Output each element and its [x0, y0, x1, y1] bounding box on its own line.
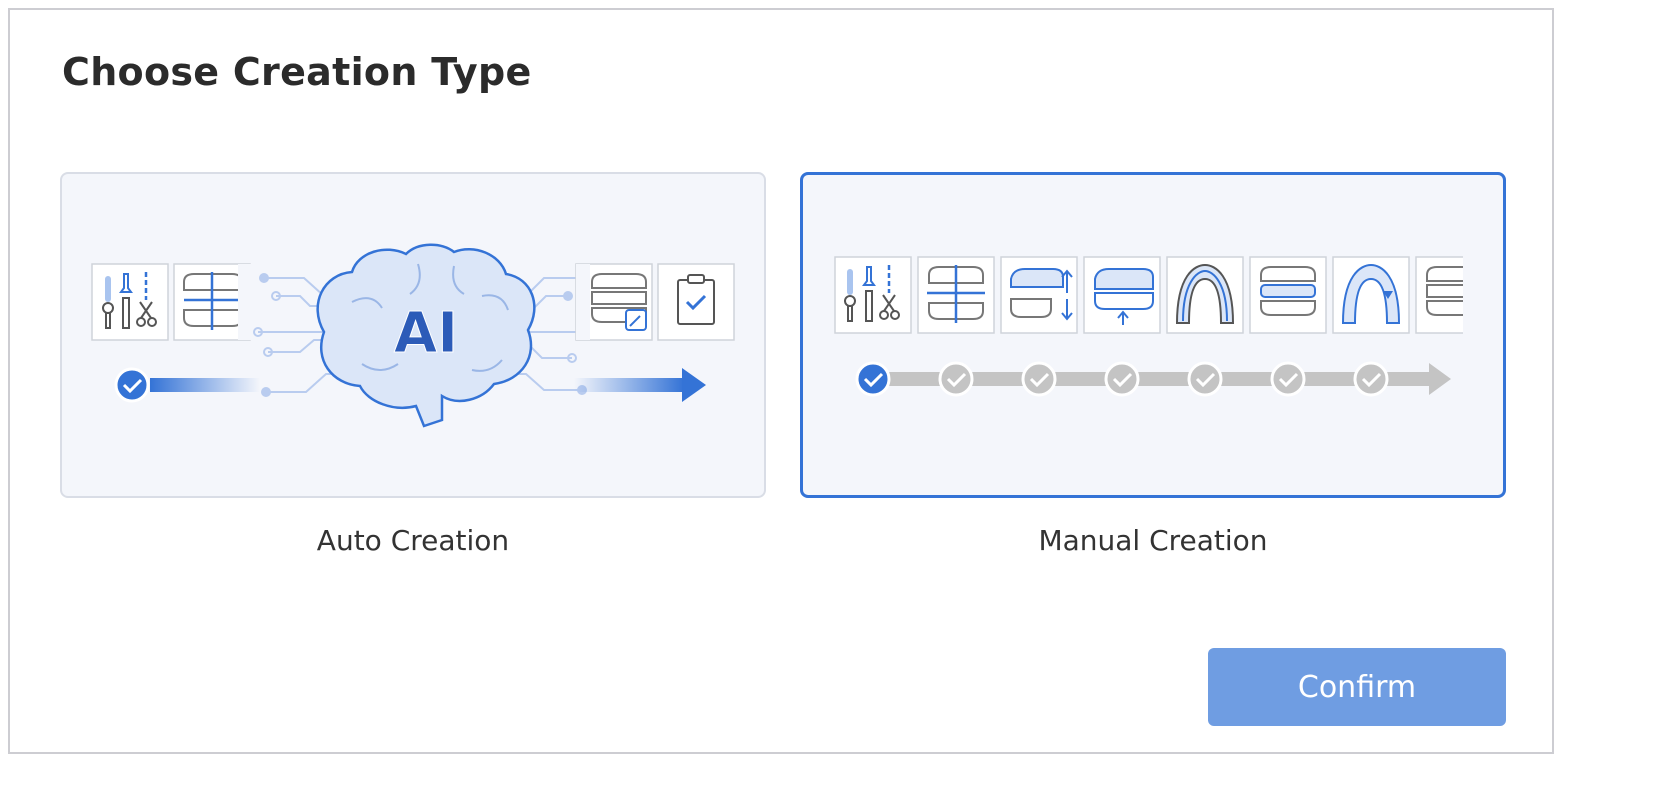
step-pending-check-icon	[938, 361, 974, 397]
tools-icon	[834, 256, 912, 334]
auto-creation-card[interactable]: AI	[60, 172, 766, 498]
manual-stepper	[855, 361, 1451, 397]
manual-creation-label: Manual Creation	[1038, 524, 1268, 557]
arch-icon	[1166, 256, 1244, 334]
manual-creation-card[interactable]	[800, 172, 1506, 498]
arch-drop-icon	[1332, 256, 1410, 334]
step-pending-check-icon	[1187, 361, 1223, 397]
tooth-stack-icon	[575, 263, 653, 341]
tooth-section-icon	[917, 256, 995, 334]
arch-bar-icon	[1249, 256, 1327, 334]
tooth-section-icon	[173, 263, 258, 341]
brain-ai-badge: AI	[394, 301, 458, 366]
manual-creation-illustration	[834, 255, 1503, 397]
creation-type-dialog: Choose Creation Type	[8, 8, 1554, 754]
step-complete-check-icon	[855, 361, 891, 397]
jaw-lift-icon	[1083, 256, 1161, 334]
jaw-move-icon	[1000, 256, 1078, 334]
auto-progress	[114, 367, 706, 403]
brain-icon: AI	[316, 243, 536, 428]
tools-icon	[91, 263, 169, 341]
dialog-title: Choose Creation Type	[62, 50, 532, 94]
step-pending-check-icon	[1104, 361, 1140, 397]
clipboard-check-icon	[657, 263, 735, 341]
tooth-stack-icon	[1415, 255, 1503, 335]
auto-creation-illustration: AI	[91, 243, 735, 428]
check-icon	[114, 367, 150, 403]
auto-creation-label: Auto Creation	[316, 524, 510, 557]
step-pending-check-icon	[1021, 361, 1057, 397]
step-pending-check-icon	[1270, 361, 1306, 397]
confirm-button[interactable]: Confirm	[1208, 648, 1506, 726]
step-pending-check-icon	[1353, 361, 1389, 397]
